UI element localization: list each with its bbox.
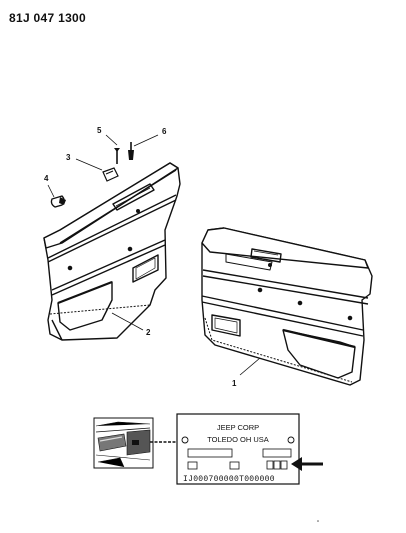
vin-plate: JEEP CORP TOLEDO OH USA IJ000700000T0000…: [176, 413, 323, 485]
leader-4: [47, 184, 55, 198]
callout-1: 1: [232, 379, 237, 388]
vin-location-inset: [93, 417, 177, 469]
leader-1: [239, 357, 261, 376]
callout-6: 6: [162, 127, 167, 136]
part-3-clip: 3: [66, 153, 119, 182]
diagram-code: 81J 047 1300: [9, 11, 87, 25]
leader-3: [75, 158, 103, 171]
plate-arrow-head: [291, 457, 302, 471]
part-4-fastener: 4: [44, 174, 66, 208]
leader-2: [111, 312, 144, 331]
plate-rivet-right: [287, 436, 295, 444]
part-1-door-trim-panel: 1: [201, 227, 373, 388]
part-6-push-pin: 6: [128, 127, 167, 160]
plate-serial: IJ000700000T000000: [183, 475, 275, 484]
part-5-screw: 5: [97, 126, 120, 164]
callout-3: 3: [66, 153, 71, 162]
plate-field-box: [262, 448, 292, 458]
leader-5: [105, 134, 118, 146]
callout-2: 2: [146, 328, 151, 337]
plate-field-box: [187, 461, 198, 470]
callout-4: 4: [44, 174, 49, 183]
part-2-door-trim-panel: 2: [43, 162, 181, 341]
plate-line-1: JEEP CORP: [217, 423, 259, 432]
plate-field-box: [187, 448, 233, 458]
plate-field-box: [229, 461, 240, 470]
plate-rivet-left: [181, 436, 189, 444]
callout-5: 5: [97, 126, 102, 135]
leader-6: [133, 134, 159, 147]
plate-line-2: TOLEDO OH USA: [207, 435, 269, 444]
